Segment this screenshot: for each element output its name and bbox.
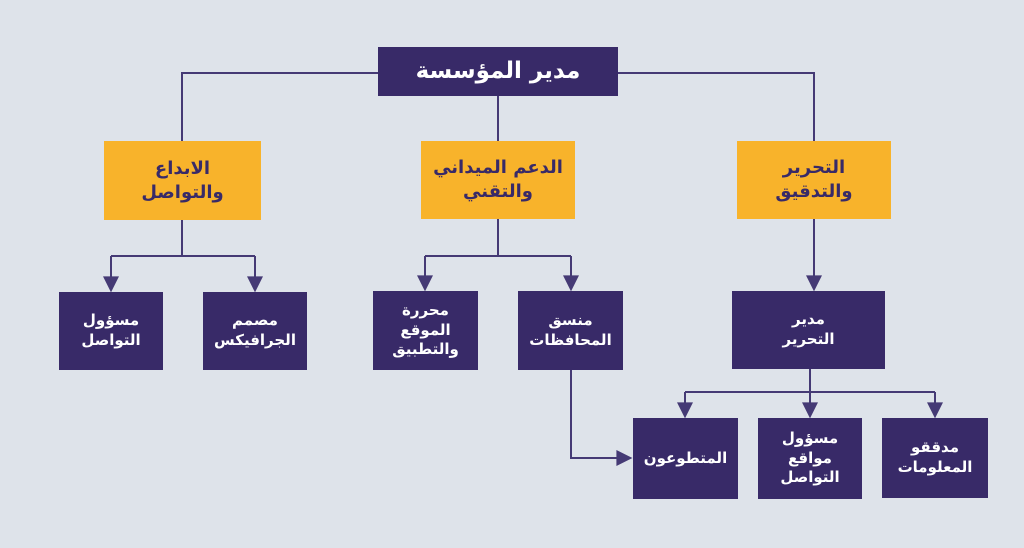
- node-editor-in-chief: مدير التحرير: [732, 291, 885, 369]
- connector: [425, 219, 571, 257]
- node-communication-officer: مسؤول التواصل: [59, 292, 163, 370]
- connector: [111, 220, 255, 257]
- node-graphics-designer: مصمم الجرافيكس: [203, 292, 307, 370]
- connector: [618, 72, 815, 141]
- connector: [181, 72, 378, 141]
- node-creativity-communication: الابداع والتواصل: [104, 141, 261, 220]
- node-editing-auditing: التحرير والتدقيق: [737, 141, 891, 219]
- connector: [685, 369, 935, 393]
- node-fact-checkers: مدققو المعلومات: [882, 418, 988, 498]
- node-director: مدير المؤسسة: [378, 47, 618, 96]
- node-volunteers: المتطوعون: [633, 418, 738, 499]
- node-governorates-coordinator: منسق المحافظات: [518, 291, 623, 370]
- connector: [570, 370, 633, 466]
- node-website-app-editor: محررة الموقع والتطبيق: [373, 291, 478, 370]
- node-field-technical-support: الدعم الميداني والتقني: [421, 141, 575, 219]
- node-social-media-officer: مسؤول مواقع التواصل: [758, 418, 862, 499]
